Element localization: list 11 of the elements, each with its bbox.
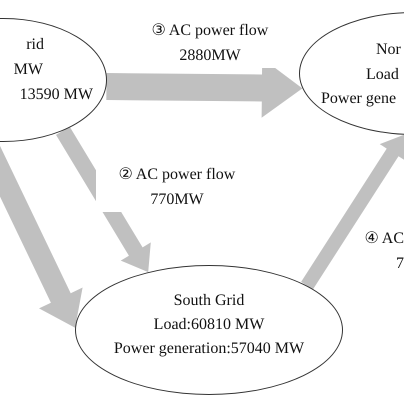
node-text: MW [14,61,43,79]
node-text: South Grid [172,292,246,310]
flow-arrow [301,134,404,290]
node-text: rid [26,36,44,54]
node-text: Power gene [321,90,396,108]
grid-ellipse [75,265,343,395]
node-text: Load:60810 MW [152,316,266,334]
node-text: 13590 MW [20,86,93,104]
node-text: Load [366,66,399,84]
node-text: Power generation:57040 MW [112,340,306,358]
node-text: Nor [376,41,401,59]
